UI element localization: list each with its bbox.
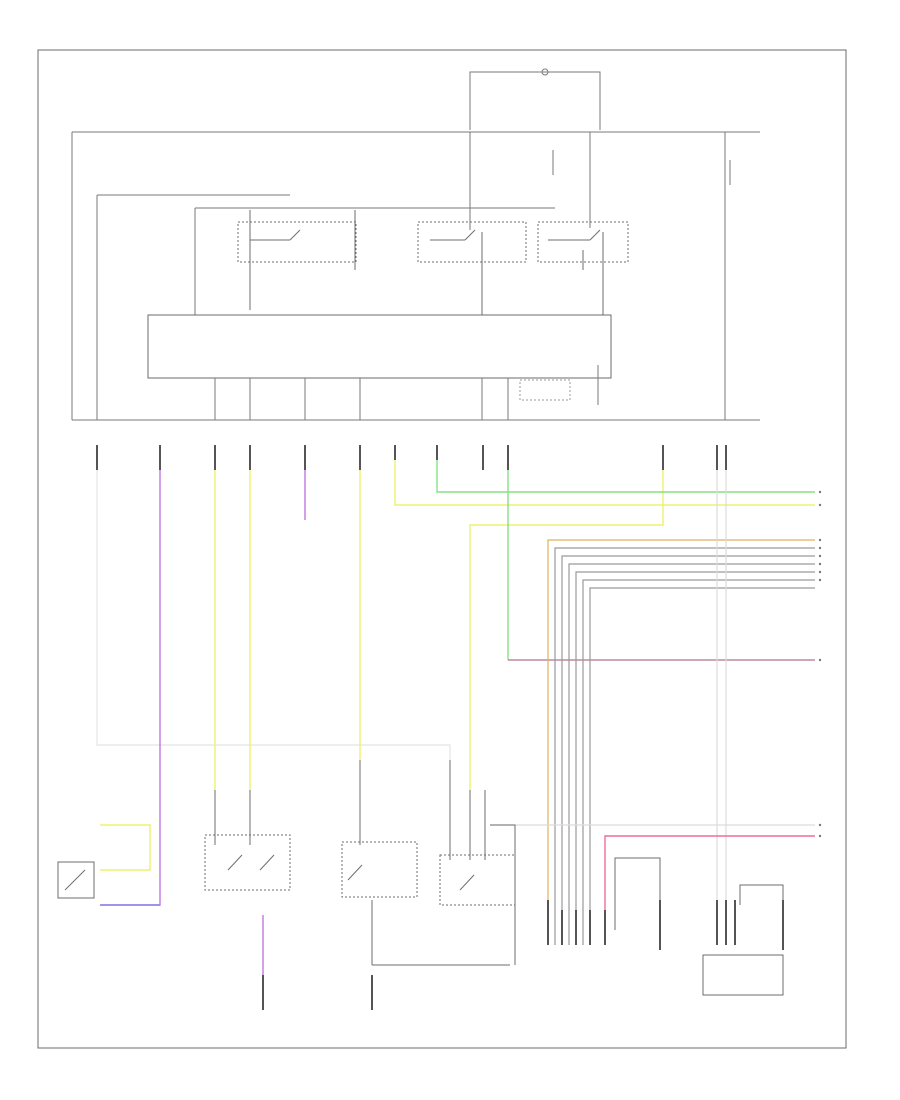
wire-yellow <box>100 460 815 871</box>
connector-stubs <box>96 445 727 470</box>
wire-pink <box>604 835 815 930</box>
wire-green <box>436 460 815 660</box>
lower-relay <box>439 760 516 965</box>
top-relay <box>469 68 731 420</box>
control-module <box>147 314 612 379</box>
bundle-pins <box>547 900 736 945</box>
wire-white-left <box>96 470 451 760</box>
wire-white-right <box>490 470 815 900</box>
module-sub-box <box>519 379 571 401</box>
switches-row <box>237 210 629 315</box>
wire-bundle <box>547 539 815 945</box>
connector-block-right <box>614 857 784 996</box>
top-bus <box>71 131 760 421</box>
wire-terminals <box>818 490 822 838</box>
ground-stubs <box>262 900 784 1010</box>
mid-switch-a <box>204 790 291 891</box>
left-switch-component <box>57 861 95 899</box>
diagram-frame <box>37 49 847 1049</box>
module-pins <box>214 365 599 420</box>
wire-purple <box>100 470 306 975</box>
mid-switch-b <box>341 760 510 966</box>
